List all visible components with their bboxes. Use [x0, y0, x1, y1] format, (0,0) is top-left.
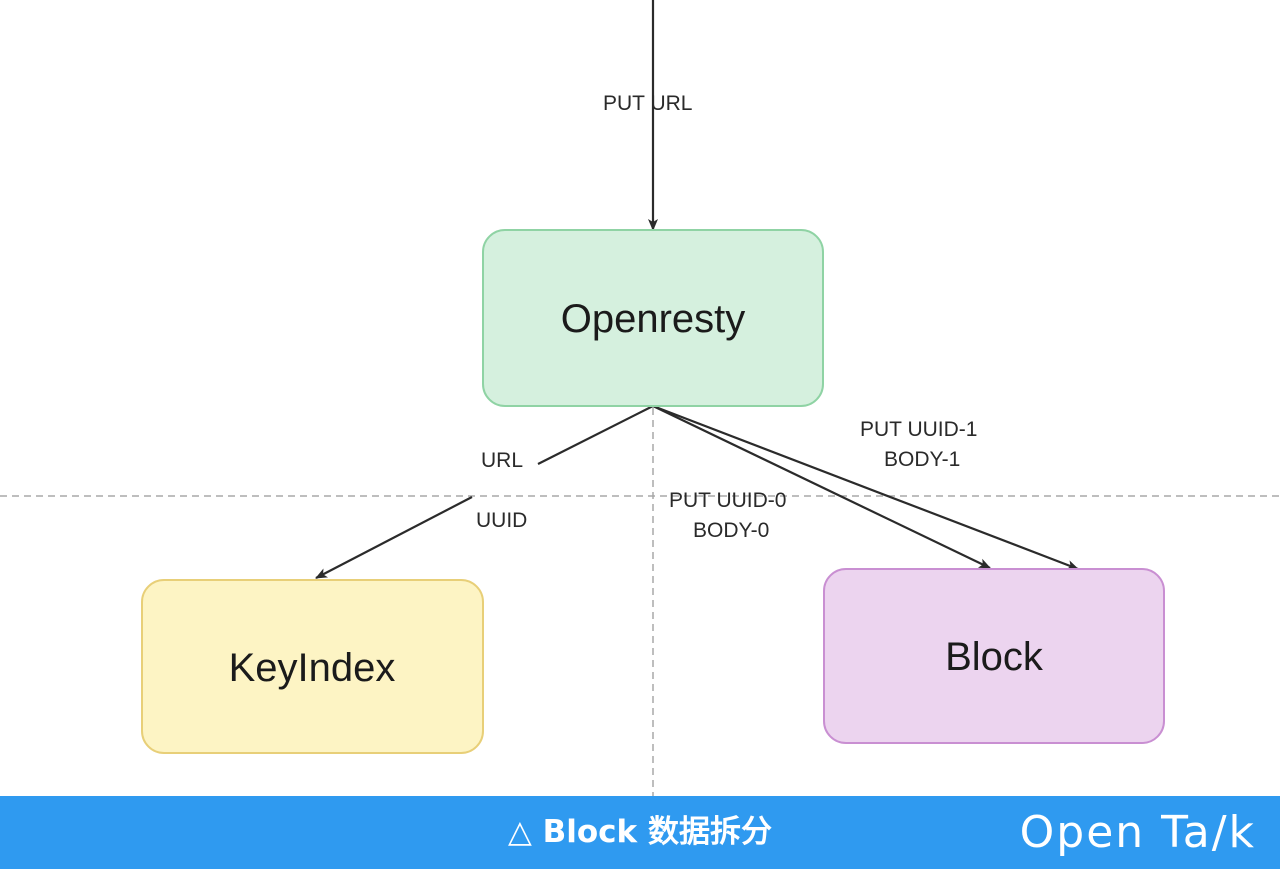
keyindex-arrow-lower	[315, 496, 473, 579]
block-box	[823, 568, 1165, 744]
open-talk-logo: Open Ta/k	[1019, 807, 1256, 858]
architecture-diagram: PUT URL URL UUID PUT UUID-0 BODY-0 PUT U…	[0, 0, 1280, 796]
keyindex-node: KeyIndex	[141, 579, 484, 754]
keyindex-arrow	[537, 405, 654, 465]
keyindex-label: KeyIndex	[229, 646, 396, 690]
caption-bar: △ Block 数据拆分 Open Ta/k	[0, 796, 1280, 869]
block-arrow-uuid-1	[652, 404, 1079, 571]
openresty-box	[482, 229, 824, 407]
block-arrow-uuid-0	[652, 405, 991, 569]
openresty-label: Openresty	[561, 297, 746, 341]
put-uuid-0-label: PUT UUID-0	[669, 489, 786, 512]
body-1-label: BODY-1	[884, 448, 960, 471]
block-node: Block	[823, 568, 1165, 744]
openresty-node: Openresty	[482, 229, 824, 407]
caption-text: △ Block 数据拆分	[508, 814, 772, 850]
put-uuid-1-label: PUT UUID-1	[860, 418, 977, 441]
uuid-label: UUID	[476, 509, 527, 532]
put-url-label: PUT URL	[603, 92, 692, 115]
body-0-label: BODY-0	[693, 519, 769, 542]
keyindex-box	[141, 579, 484, 754]
block-label: Block	[945, 635, 1044, 679]
url-label: URL	[481, 449, 523, 472]
